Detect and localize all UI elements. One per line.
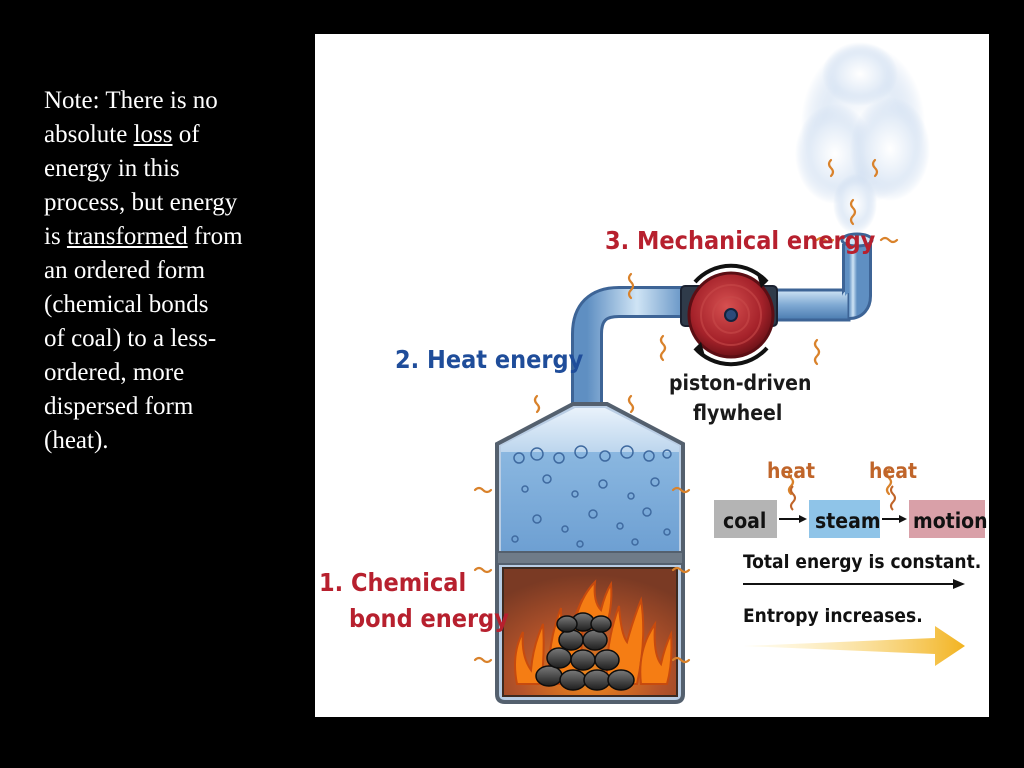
note-line: energy in this [44,155,180,182]
note-text-segment: of [172,121,200,148]
note-line: an ordered form [44,257,206,284]
steam-cloud [795,42,930,234]
label-heat-energy: 2. Heat energy [395,345,584,374]
note-text-segment: from [187,223,243,250]
note-text: Note: There is no absolute loss of energ… [44,84,306,458]
note-text-segment: is [44,223,67,250]
flow-box-steam [809,500,880,538]
entropy-arrow [743,626,965,666]
flow-coal: coal [723,509,766,533]
energy-flow: heat heat coal steam motion Total energy… [714,459,988,666]
note-line: Note: There is no [44,87,218,114]
flow-steam: steam [815,509,881,533]
heat-waves [473,158,899,664]
flow-heat-2: heat [869,459,917,483]
flow-box-coal [714,500,777,538]
flow-motion: motion [913,509,988,533]
note-line: (heat). [44,427,109,454]
label-chemical-line1: 1. Chemical [319,568,466,597]
note-line: process, but energy [44,189,238,216]
label-mechanical-energy: 3. Mechanical energy [605,226,876,255]
note-line: absolute loss of [44,118,306,152]
note-line: of coal) to a less- [44,325,217,352]
water-bubbles [511,445,672,548]
flywheel-label-line1: piston-driven [669,371,811,395]
total-energy-statement: Total energy is constant. [743,551,981,573]
note-text-segment: absolute [44,121,134,148]
label-chemical-line2: bond energy [349,604,509,633]
coal-pile [535,612,635,691]
entropy-statement: Entropy increases. [743,605,923,627]
flywheel-label-line2: flywheel [693,401,782,425]
note-line: is transformed from [44,220,306,254]
diagram-panel: 1. Chemical bond energy 2. Heat energy 3… [315,34,989,717]
note-line: ordered, more [44,359,185,386]
note-line: (chemical bonds [44,291,209,318]
flow-heat-1: heat [767,459,815,483]
flow-box-motion [909,500,985,538]
note-underlined-loss: loss [133,121,173,148]
flywheel [680,263,778,367]
note-line: dispersed form [44,393,194,420]
note-underlined-transformed: transformed [66,223,188,250]
steam-engine-diagram: 1. Chemical bond energy 2. Heat energy 3… [319,42,988,704]
